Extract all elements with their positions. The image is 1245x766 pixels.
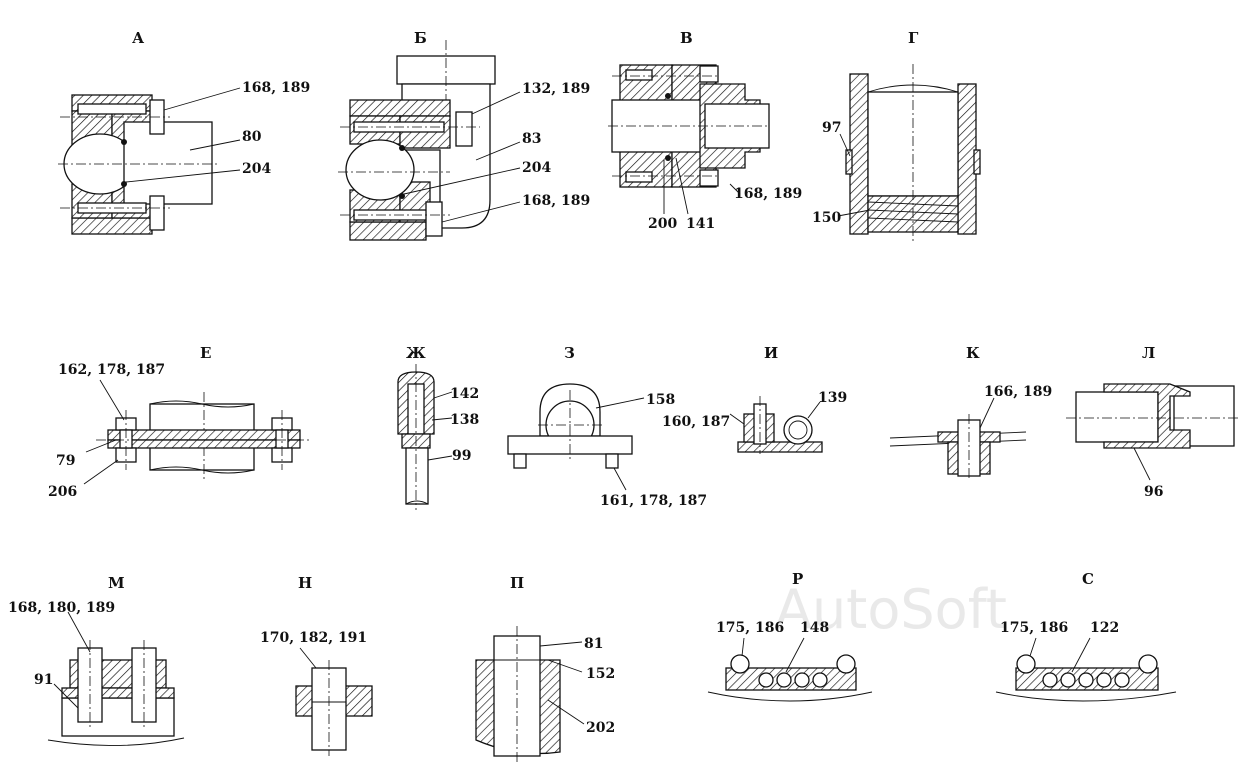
view-n-title: Н — [298, 574, 312, 592]
label-m-168-180-189: 168, 180, 189 — [8, 600, 115, 616]
label-zh-99: 99 — [452, 448, 471, 464]
label-g-97: 97 — [822, 120, 841, 136]
label-g-150: 150 — [812, 210, 841, 226]
view-g: Г 97 150 — [812, 29, 981, 244]
view-z-title: З — [564, 344, 575, 362]
view-s: С 175, 186 122 — [995, 570, 1177, 702]
label-r-148: 148 — [800, 620, 829, 636]
label-b-83: 83 — [522, 131, 541, 147]
label-b-204: 204 — [522, 160, 551, 176]
label-z-161-178-187: 161, 178, 187 — [600, 493, 707, 509]
view-zh: Ж 142 138 99 — [397, 344, 479, 510]
view-r: Р 175, 186 148 — [707, 570, 873, 702]
view-e-title: Е — [200, 344, 211, 362]
view-k-title: К — [966, 344, 980, 362]
view-p-title: П — [510, 574, 524, 592]
view-v: В 168, 189 200 141 — [608, 29, 802, 232]
view-k: К 166, 189 — [889, 344, 1052, 480]
view-n: Н 170, 182, 191 — [260, 574, 373, 756]
label-k-166-189: 166, 189 — [984, 384, 1052, 400]
label-s-122: 122 — [1090, 620, 1119, 636]
label-r-175-186: 175, 186 — [716, 620, 784, 636]
label-zh-138: 138 — [450, 412, 479, 428]
view-zh-title: Ж — [406, 344, 426, 362]
view-l-title: Л — [1142, 344, 1155, 362]
watermark: AutoSoft — [775, 578, 1007, 641]
label-i-160-187: 160, 187 — [662, 414, 730, 430]
label-a-168-189: 168, 189 — [242, 80, 310, 96]
view-i-title: И — [764, 344, 778, 362]
label-n-170-182-191: 170, 182, 191 — [260, 630, 367, 646]
label-v-141: 141 — [686, 216, 715, 232]
view-p: П 81 152 202 — [475, 574, 615, 762]
view-m: М 168, 180, 189 91 — [8, 574, 185, 746]
label-a-80: 80 — [242, 129, 262, 145]
label-v-168-189: 168, 189 — [734, 186, 802, 202]
view-s-title: С — [1082, 570, 1094, 588]
view-r-title: Р — [792, 570, 803, 588]
view-g-title: Г — [908, 29, 919, 47]
label-zh-142: 142 — [450, 386, 479, 402]
view-v-title: В — [680, 29, 693, 47]
view-b-title: Б — [414, 29, 427, 47]
view-z: З 158 161, 178, 187 — [507, 344, 707, 509]
label-b-168-189: 168, 189 — [522, 193, 590, 209]
view-a-title: А — [132, 29, 145, 47]
label-e-162-178-187: 162, 178, 187 — [58, 362, 165, 378]
view-i: И 160, 187 139 — [662, 344, 847, 454]
label-p-81: 81 — [584, 636, 603, 652]
label-a-204: 204 — [242, 161, 271, 177]
label-e-79: 79 — [56, 453, 75, 469]
label-z-158: 158 — [646, 392, 675, 408]
label-p-202: 202 — [586, 720, 615, 736]
label-i-139: 139 — [818, 390, 847, 406]
label-m-91: 91 — [34, 672, 53, 688]
label-l-96: 96 — [1144, 484, 1163, 500]
label-b-132-189: 132, 189 — [522, 81, 590, 97]
view-m-title: М — [108, 574, 125, 592]
view-e: Е 162, 178, 187 79 206 — [48, 344, 310, 500]
label-p-152: 152 — [586, 666, 615, 682]
label-v-200: 200 — [648, 216, 677, 232]
view-b: Б 132, 189 83 204 168, 189 — [338, 29, 590, 241]
label-s-175-186: 175, 186 — [1000, 620, 1068, 636]
view-l: Л 96 — [1066, 344, 1238, 500]
view-a: А 168, 189 80 204 — [58, 29, 310, 235]
label-e-206: 206 — [48, 484, 77, 500]
